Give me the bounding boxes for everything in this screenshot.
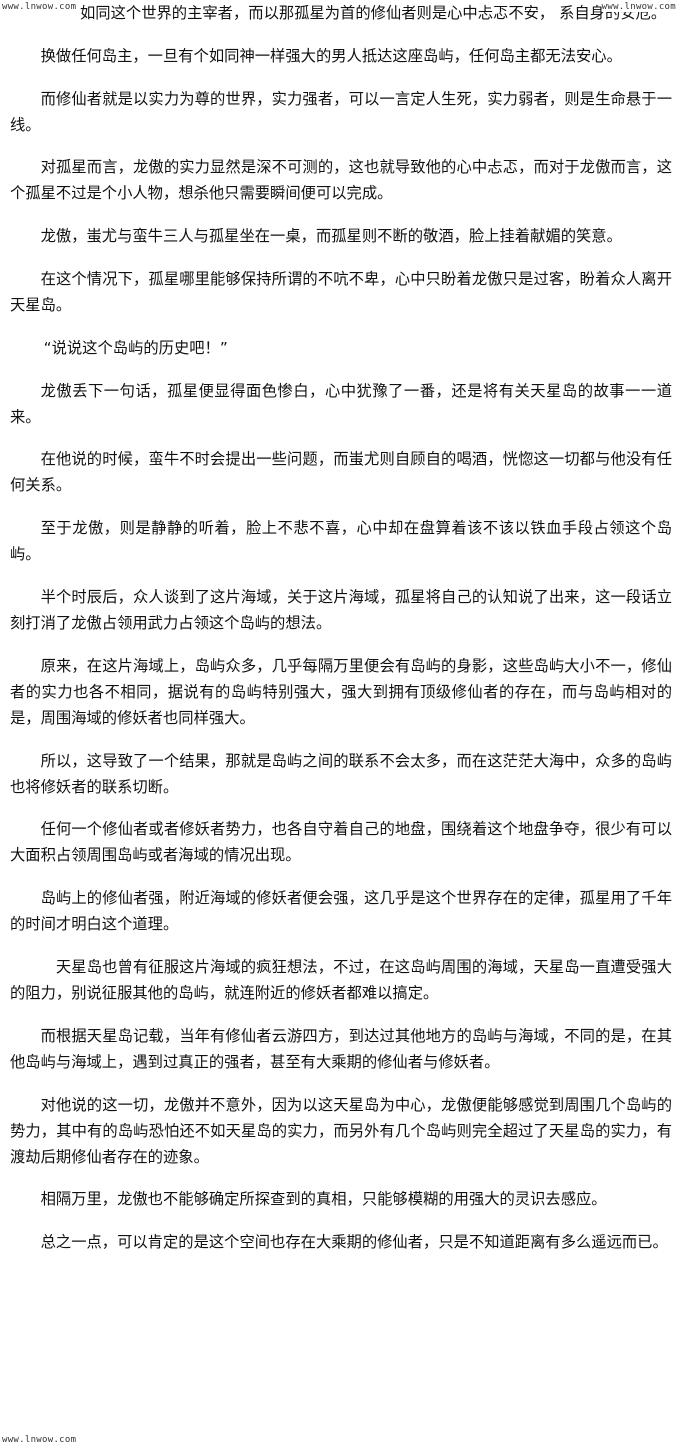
paragraph: 龙傲，蚩尤与蛮牛三人与孤星坐在一桌，而孤星则不断的敬酒，脸上挂着献媚的笑意。	[40, 227, 622, 246]
paragraph: 原来，在这片海域上，岛屿众多，几乎每隔万里便会有岛屿的身影，这些岛屿大小不一，修…	[10, 656, 672, 727]
paragraph: 换做任何岛主，一旦有个如同神一样强大的男人抵达这座岛屿，任何岛主都无法安心。	[40, 46, 622, 65]
paragraph: 至于龙傲，则是静静的听着，脸上不悲不喜，心中却在盘算着该不该以铁血手段占领这个岛…	[10, 519, 672, 564]
paragraph: 在这个情况下，孤星哪里能够保持所谓的不吭不卑，心中只盼着龙傲只是过客，盼着众人离…	[10, 269, 672, 314]
paragraph: 任何一个修仙者或者修妖者势力，也各自守着自己的地盘，围绕着这个地盘争夺，很少有可…	[10, 820, 672, 865]
paragraph: 而修仙者就是以实力为尊的世界，实力强者，可以一言定人生死，实力弱者，则是生命悬于…	[10, 89, 672, 134]
paragraph: 龙傲丢下一句话，孤星便显得面色惨白，心中犹豫了一番，还是将有关天星岛的故事一一道…	[10, 381, 672, 426]
paragraph: 对他说的这一切，龙傲并不意外，因为以这天星岛为中心，龙傲便能够感觉到周围几个岛屿…	[10, 1095, 672, 1166]
watermark-top-left: www.lnwow.com	[2, 2, 77, 12]
watermark-bottom-left: www.lnwow.com	[2, 1435, 77, 1445]
paragraph: “说说这个岛屿的历史吧！”	[43, 338, 228, 357]
paragraph: 相隔万里，龙傲也不能够确定所探查到的真相，只能够模糊的用强大的灵识去感应。	[40, 1190, 607, 1209]
paragraph: 在他说的时候，蛮牛不时会提出一些问题，而蚩尤则自顾自的喝酒，恍惚这一切都与他没有…	[10, 450, 672, 495]
chapter-text: 如同这个世界的主宰者，而以那孤星为首的修仙者则是心中忐忑不安， 系自身的安危。 …	[10, 0, 672, 1272]
paragraph: 总之一点，可以肯定的是这个空间也存在大乘期的修仙者，只是不知道距离有多么遥远而已…	[40, 1233, 668, 1252]
paragraph: 天星岛也曾有征服这片海域的疯狂想法，不过，在这岛屿周围的海域，天星岛一直遭受强大…	[10, 957, 672, 1002]
paragraph: 岛屿上的修仙者强，附近海域的修妖者便会强，这几乎是这个世界存在的定律，孤星用了千…	[10, 889, 672, 934]
paragraph: 对孤星而言，龙傲的实力显然是深不可测的，这也就导致他的心中忐忑，而对于龙傲而言，…	[10, 158, 672, 203]
paragraph: 半个时辰后，众人谈到了这片海域，关于这片海域，孤星将自己的认知说了出来，这一段话…	[10, 587, 672, 632]
watermark-top-right: www.lnwow.com	[601, 2, 676, 12]
paragraph: 所以，这导致了一个结果，那就是岛屿之间的联系不会太多，而在这茫茫大海中，众多的岛…	[10, 751, 672, 796]
paragraph: 而根据天星岛记载，当年有修仙者云游四方，到达过其他地方的岛屿与海域，不同的是，在…	[10, 1026, 672, 1071]
paragraph: 如同这个世界的主宰者，而以那孤星为首的修仙者则是心中忐忑不安， 系自身的安危。	[80, 4, 667, 22]
